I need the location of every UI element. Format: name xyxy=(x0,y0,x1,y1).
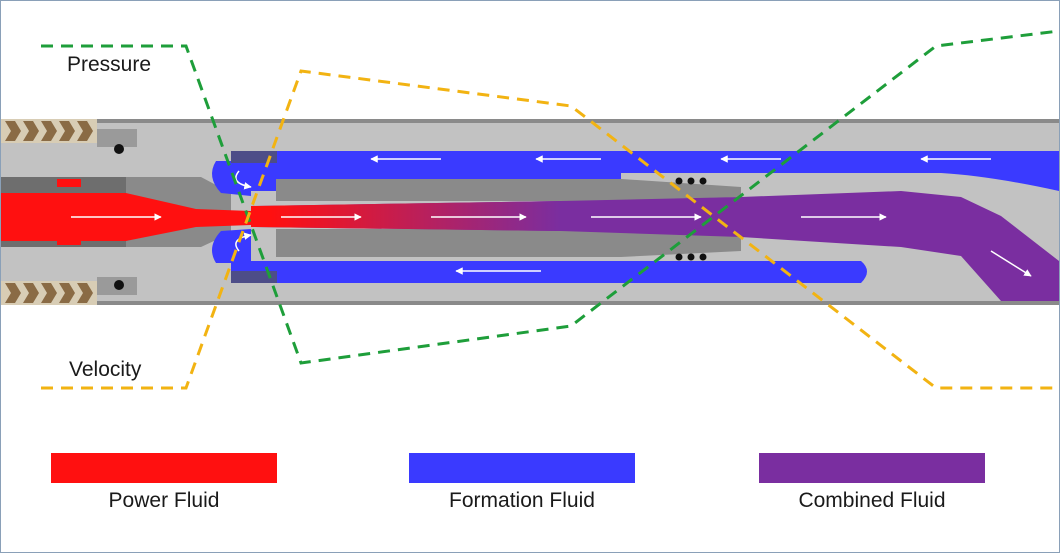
flow-arrows xyxy=(71,155,1032,277)
pressure-label: Pressure xyxy=(67,53,152,76)
legend-label-combined: Combined Fluid xyxy=(798,489,946,512)
legend-swatch-power xyxy=(51,453,277,483)
legend-item-formation-fluid: Formation Fluid xyxy=(408,453,636,513)
velocity-curve xyxy=(41,69,1059,390)
legend-item-power-fluid: Power Fluid xyxy=(50,453,278,513)
legend-item-combined-fluid: Combined Fluid xyxy=(758,453,986,513)
thread-coupling xyxy=(1,119,137,305)
velocity-label: Velocity xyxy=(69,358,142,381)
seal-rings xyxy=(675,177,707,261)
legend-swatch-combined xyxy=(759,453,985,483)
legend-label-formation: Formation Fluid xyxy=(449,489,595,512)
legend-label-power: Power Fluid xyxy=(108,489,220,512)
legend-swatch-formation xyxy=(409,453,635,483)
throat-diffuser xyxy=(276,179,741,257)
formation-fluid-passages xyxy=(212,151,1059,283)
pressure-curve xyxy=(41,29,1059,365)
combined-fluid-stream xyxy=(251,191,1059,301)
